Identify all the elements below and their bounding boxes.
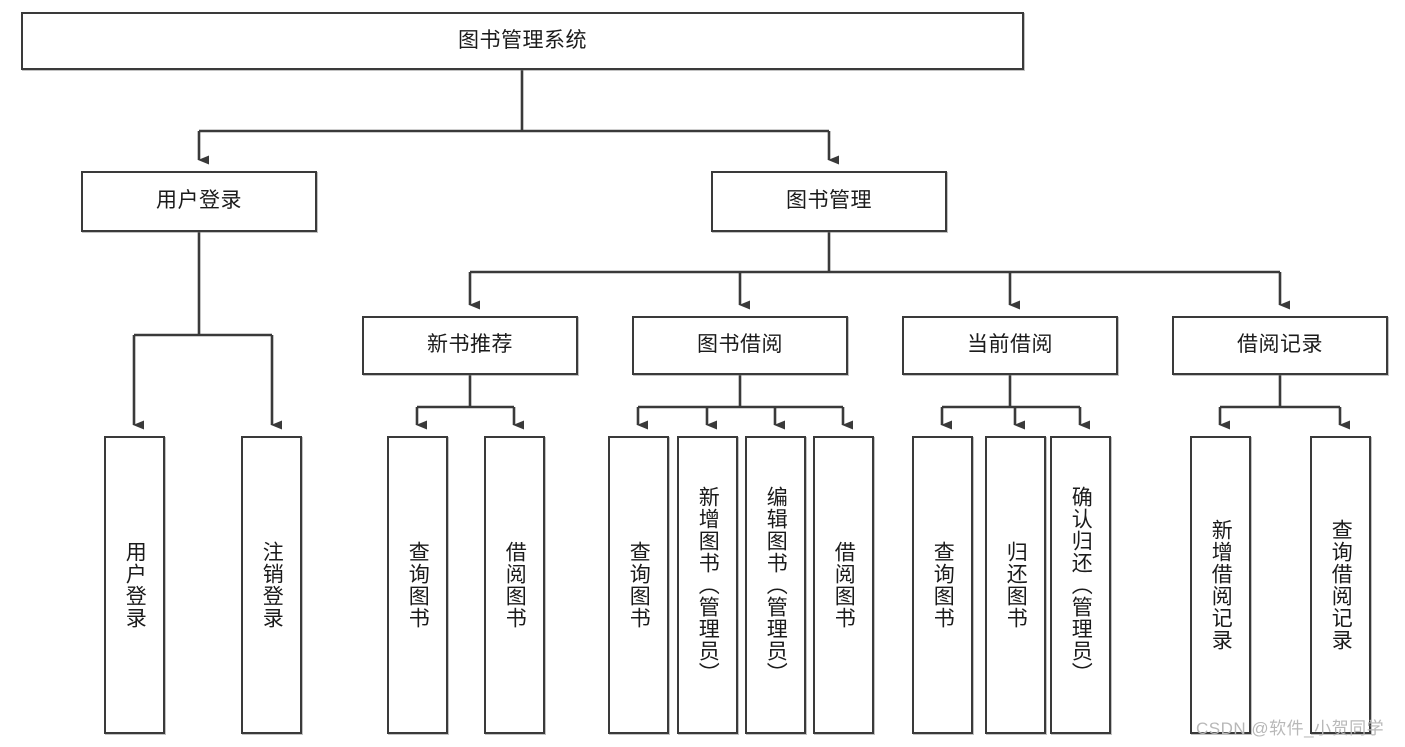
- node-leaf-borrow-book-1-label: 借阅图书: [503, 541, 527, 629]
- node-leaf-logout[interactable]: 注销登录: [241, 436, 302, 734]
- node-leaf-query-book-2[interactable]: 查询图书: [608, 436, 669, 734]
- node-user-login[interactable]: 用户登录: [81, 171, 317, 232]
- node-borrow-record-label: 借阅记录: [1237, 333, 1323, 357]
- node-borrow-record[interactable]: 借阅记录: [1172, 316, 1388, 375]
- node-book-borrow-label: 图书借阅: [697, 333, 783, 357]
- node-new-book-rec-label: 新书推荐: [427, 333, 513, 357]
- node-leaf-query-book-1-label: 查询图书: [406, 541, 430, 629]
- csdn-watermark: CSDN @软件_小贺同学: [1196, 719, 1385, 738]
- node-root-label: 图书管理系统: [458, 28, 587, 52]
- node-leaf-logout-label: 注销登录: [260, 541, 284, 629]
- node-leaf-borrow-book-1[interactable]: 借阅图书: [484, 436, 545, 734]
- node-current-borrow-label: 当前借阅: [967, 333, 1053, 357]
- node-leaf-edit-book-label: 编辑图书（管理员）: [764, 486, 788, 684]
- node-leaf-return-book-label: 归还图书: [1004, 541, 1028, 629]
- node-leaf-borrow-book-2[interactable]: 借阅图书: [813, 436, 874, 734]
- node-new-book-rec[interactable]: 新书推荐: [362, 316, 578, 375]
- node-leaf-borrow-book-2-label: 借阅图书: [832, 541, 856, 629]
- node-leaf-query-record[interactable]: 查询借阅记录: [1310, 436, 1371, 734]
- node-leaf-add-record-label: 新增借阅记录: [1209, 519, 1233, 651]
- node-leaf-query-book-3[interactable]: 查询图书: [912, 436, 973, 734]
- node-leaf-user-login-label: 用户登录: [123, 541, 147, 629]
- node-leaf-query-book-3-label: 查询图书: [931, 541, 955, 629]
- node-book-borrow[interactable]: 图书借阅: [632, 316, 848, 375]
- node-leaf-confirm-return-label: 确认归还（管理员）: [1069, 486, 1093, 684]
- node-leaf-query-record-label: 查询借阅记录: [1329, 519, 1353, 651]
- node-leaf-query-book-1[interactable]: 查询图书: [387, 436, 448, 734]
- node-user-login-label: 用户登录: [156, 189, 242, 213]
- node-leaf-user-login[interactable]: 用户登录: [104, 436, 165, 734]
- node-book-manage-label: 图书管理: [786, 189, 872, 213]
- node-book-manage[interactable]: 图书管理: [711, 171, 947, 232]
- node-leaf-add-record[interactable]: 新增借阅记录: [1190, 436, 1251, 734]
- node-leaf-confirm-return[interactable]: 确认归还（管理员）: [1050, 436, 1111, 734]
- node-leaf-add-book[interactable]: 新增图书（管理员）: [677, 436, 738, 734]
- node-root[interactable]: 图书管理系统: [21, 12, 1024, 70]
- node-leaf-query-book-2-label: 查询图书: [627, 541, 651, 629]
- node-current-borrow[interactable]: 当前借阅: [902, 316, 1118, 375]
- node-leaf-return-book[interactable]: 归还图书: [985, 436, 1046, 734]
- node-leaf-add-book-label: 新增图书（管理员）: [696, 486, 720, 684]
- node-leaf-edit-book[interactable]: 编辑图书（管理员）: [745, 436, 806, 734]
